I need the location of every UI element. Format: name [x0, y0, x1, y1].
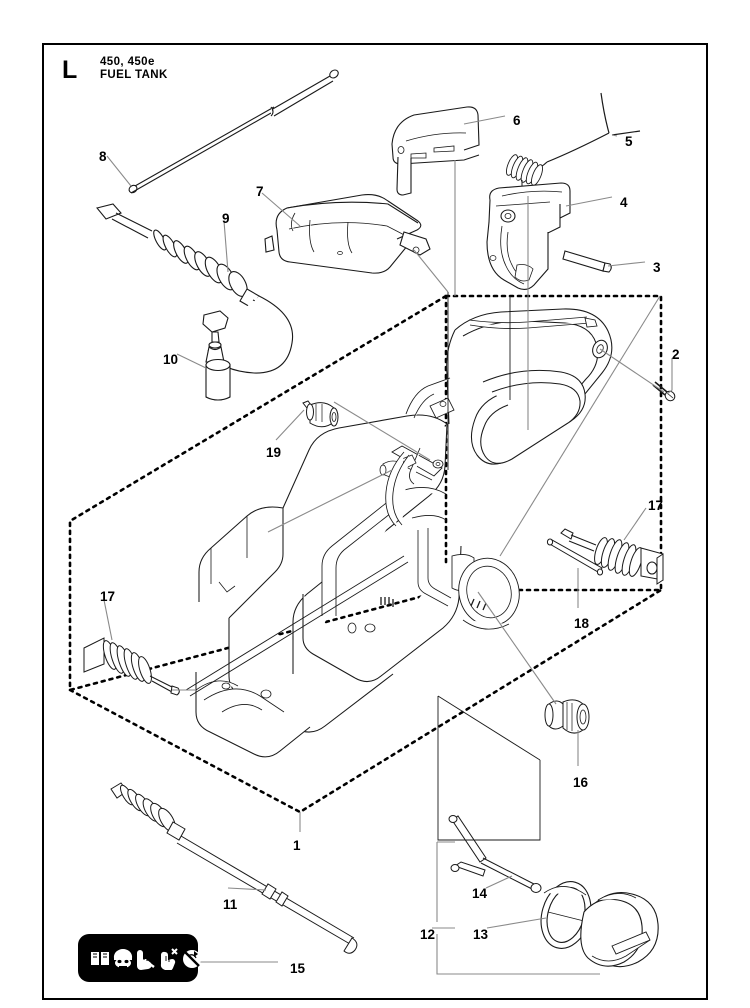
leader-tank-7 — [477, 591, 557, 705]
part-16-tank-bushing — [544, 699, 590, 734]
part-17-av-spring-right — [560, 528, 664, 585]
part-17-av-spring-left — [83, 637, 180, 696]
callout-13: 13 — [473, 927, 489, 942]
leader-tank-5 — [333, 401, 431, 461]
glove-hand-icon — [137, 950, 155, 970]
callout-10: 10 — [163, 352, 179, 367]
callout-7: 7 — [256, 184, 264, 199]
leader-12-bracket — [436, 841, 455, 922]
part-3-throttle-rod-pin — [562, 250, 612, 273]
hand-warning-icon — [160, 948, 178, 970]
assembly-title: FUEL TANK — [100, 68, 168, 81]
callout-12: 12 — [420, 927, 436, 942]
warning-decal — [78, 934, 201, 982]
page-border — [42, 43, 708, 1000]
construction-lines — [437, 292, 541, 841]
callout-8: 8 — [99, 149, 107, 164]
leader-7 — [261, 192, 301, 227]
leader-tank-9 — [599, 348, 665, 393]
callout-17-right: 17 — [648, 498, 664, 513]
leader-12-bracket2 — [436, 934, 600, 975]
leader-14 — [485, 875, 513, 889]
part-14-fuel-cap-tether — [448, 815, 542, 893]
part-2-screw — [652, 381, 676, 402]
part-4-throttle-trigger — [486, 182, 571, 291]
callout-16: 16 — [573, 775, 589, 790]
leader-19 — [275, 409, 305, 441]
kickback-warning-icon — [183, 950, 201, 968]
part-9-fuel-hose — [96, 203, 294, 374]
leader-10 — [176, 353, 207, 369]
callout-11: 11 — [223, 897, 238, 912]
callout-5: 5 — [625, 134, 633, 149]
leader-tank-8 — [267, 469, 393, 533]
callout-15: 15 — [290, 961, 306, 976]
callout-9: 9 — [222, 211, 230, 226]
model-label: 450, 450e — [100, 56, 155, 68]
callout-2: 2 — [672, 347, 680, 362]
callout-14: 14 — [472, 886, 488, 901]
manual-book-icon — [91, 952, 109, 965]
part-6-throttle-lockout — [391, 106, 480, 196]
callout-18: 18 — [574, 616, 590, 631]
callout-17-left: 17 — [100, 589, 116, 604]
leader-17r — [623, 507, 647, 541]
part-18-av-pin — [546, 538, 604, 576]
leader-tank-4 — [413, 249, 449, 293]
leader-11 — [227, 887, 267, 891]
callout-1: 1 — [293, 838, 301, 853]
leader-5 — [611, 134, 618, 137]
helmet-visor-icon — [113, 948, 133, 968]
part-19-grommet — [302, 400, 339, 428]
part-7-rear-handle-cover — [264, 194, 431, 274]
leader-9 — [223, 220, 229, 273]
part-12-fuel-cap — [580, 891, 659, 968]
callout-4: 4 — [620, 195, 628, 210]
leader-6 — [463, 115, 506, 125]
callout-6: 6 — [513, 113, 521, 128]
part-10-fuel-filter — [202, 310, 231, 401]
leader-tank-3 — [499, 295, 661, 557]
part-1-fuel-tank-assembly — [185, 308, 613, 758]
leader-3 — [607, 261, 646, 267]
part-11-vent-hose — [110, 782, 358, 954]
part-5-throttle-return-spring — [506, 92, 641, 196]
callout-19: 19 — [266, 445, 282, 460]
leader-4 — [565, 196, 613, 207]
section-letter: L — [62, 56, 77, 84]
leader-8 — [106, 155, 132, 187]
leader-2 — [666, 358, 673, 395]
leader-17l — [103, 599, 113, 641]
header-text: 450, 450e FUEL TANK — [100, 56, 168, 81]
leader-13 — [486, 917, 547, 929]
callout-3: 3 — [653, 260, 661, 275]
part-8-throttle-link-rod — [128, 69, 339, 194]
callout-leader-lines — [103, 115, 673, 975]
assembly-boundary-dashed-lower — [68, 588, 663, 814]
